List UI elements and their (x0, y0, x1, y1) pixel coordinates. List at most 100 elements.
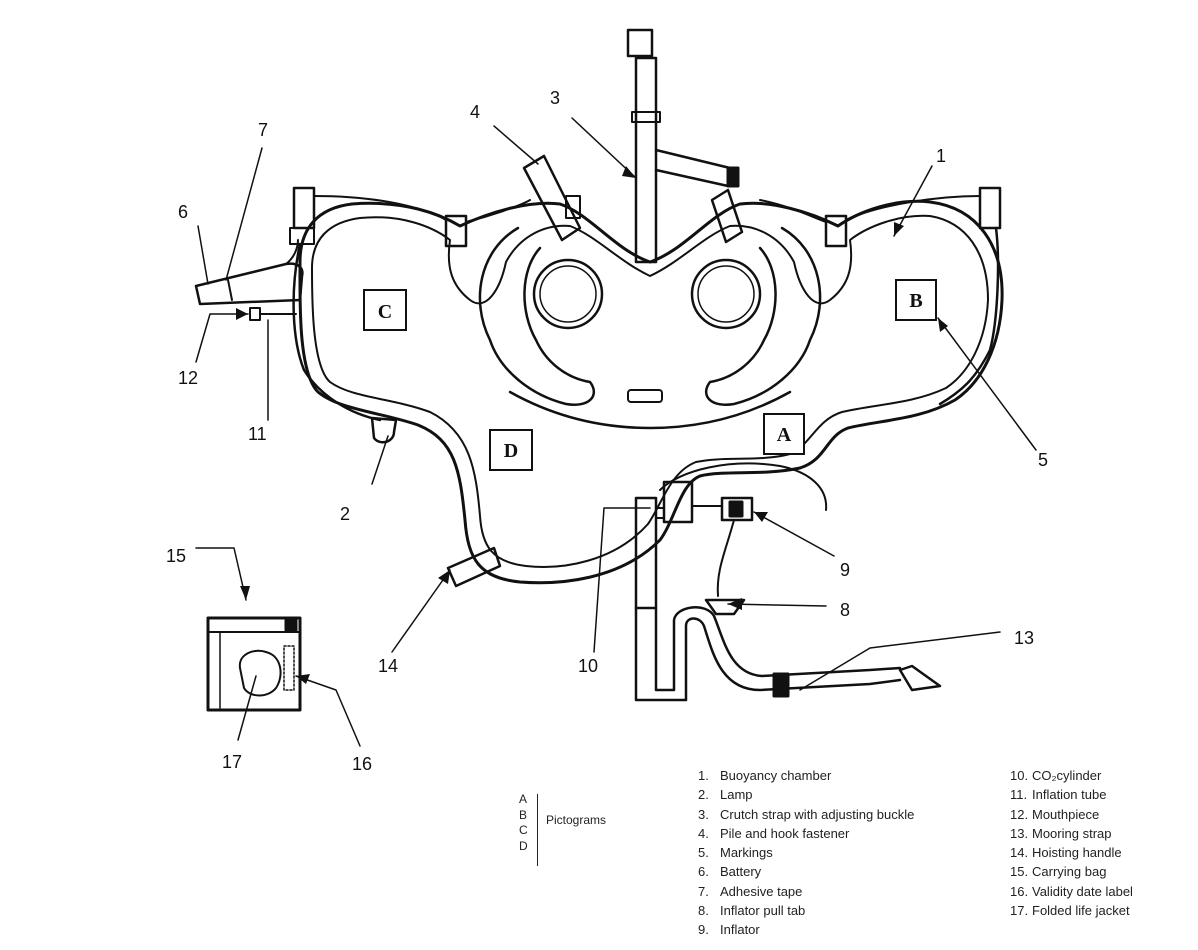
callout-numbers: 1 2 3 4 5 6 7 8 9 10 11 12 13 14 15 16 1… (166, 88, 1048, 774)
legend-item-number: 12. (1010, 806, 1029, 822)
top-strap (313, 195, 981, 223)
legend-item-text: Adhesive tape (720, 883, 803, 899)
legend-item-number: 11. (1010, 787, 1028, 803)
legend-item-number: 9. (698, 922, 709, 938)
legend-item: 6. Battery (698, 862, 914, 881)
parts-legend-left: 1. Buoyancy chamber 2.Lamp 3. Crutch strap… (698, 766, 914, 940)
pictogram-key-letter: C (519, 823, 528, 838)
crutch-strap-branch (654, 148, 732, 188)
co2-cylinder-neck (655, 505, 723, 519)
pictogram-box-a (763, 413, 805, 455)
legend-item-text: Hoisting handle (1032, 845, 1122, 861)
crutch-strap-buckle (626, 28, 654, 58)
legend-item: 13.Mooring strap (1010, 824, 1133, 843)
battery (194, 262, 304, 306)
callout-11: 11 (248, 424, 267, 444)
callout-15: 15 (166, 546, 186, 566)
callout-7: 7 (258, 120, 268, 140)
callout-12: 12 (178, 368, 198, 388)
callout-4: 4 (470, 102, 480, 122)
legend-item-text: Buoyancy chamber (720, 768, 832, 783)
co2-cylinder-head (662, 480, 694, 524)
legend-item-number: 6. (698, 864, 709, 880)
legend-item: 17.Folded life jacket (1010, 901, 1133, 920)
legend-item: 8. Inflator pull tab (698, 901, 914, 920)
legend-item: 2.Lamp (698, 785, 914, 804)
legend-item-number: 5. (698, 845, 709, 861)
legend-item-number: 7. (698, 883, 709, 899)
collar-bottom-edge (508, 390, 792, 430)
legend-item-number: 16. (1010, 883, 1029, 899)
crutch-strap-ring (631, 111, 661, 123)
pictogram-key-bracket (537, 794, 538, 866)
neck-ring-left-inner (539, 265, 597, 323)
fastener-tab-left (565, 195, 581, 219)
legend-item: 10.CO₂cylinder (1010, 766, 1133, 785)
strap-clip-right (978, 186, 1002, 230)
strap-clip-left (292, 186, 316, 230)
callout-3: 3 (550, 88, 560, 108)
legend-item-text: CO₂cylinder (1032, 768, 1102, 783)
validity-date-label (283, 645, 295, 691)
callout-2: 2 (340, 504, 350, 524)
neck-ring-right-inner (697, 265, 755, 323)
callout-17: 17 (222, 752, 242, 772)
folded-life-jacket (238, 649, 282, 697)
inflator-hose-loop (659, 462, 828, 511)
pictogram-label-d: D (504, 440, 518, 462)
legend-item-text: Battery (720, 864, 762, 880)
pictogram-boxes: A B C D (363, 279, 937, 471)
legend-item-number: 10. (1010, 768, 1029, 783)
pictogram-box-d (489, 429, 533, 471)
strap-clip-mid-right (824, 214, 848, 248)
neck-ring-left (532, 258, 604, 330)
collar-slot (627, 389, 663, 403)
legend-item-text: Inflator pull tab (720, 903, 806, 919)
neck-ring-right (690, 258, 762, 330)
adhesive-tape (227, 279, 233, 301)
legend-item: 11.Inflation tube (1010, 785, 1133, 804)
callout-13: 13 (1014, 628, 1034, 648)
legend-item-number: 3. (698, 806, 709, 822)
pictogram-key-label: Pictograms (546, 813, 607, 827)
legend-item: 12.Mouthpiece (1010, 805, 1133, 824)
buoyancy-chamber-outline (298, 199, 1004, 585)
legend-item-number: 4. (698, 825, 709, 841)
legend-item-number: 8. (698, 903, 709, 919)
legend-item-text: Crutch strap with adjusting buckle (720, 806, 915, 822)
collar-right-lobe (704, 226, 822, 406)
legend-item-number: 14. (1010, 845, 1029, 861)
pictogram-label-a: A (777, 424, 792, 446)
buoyancy-chamber-seam (311, 214, 989, 568)
legend-item-text: Pile and hook fastener (720, 825, 850, 841)
callout-9: 9 (840, 560, 850, 580)
inflator-core (728, 500, 744, 518)
legend-item: 1. Buoyancy chamber (698, 766, 914, 785)
legend-item-number: 13. (1010, 825, 1029, 841)
legend-item-text: Folded life jacket (1032, 903, 1130, 919)
inflator-pull-tab (704, 598, 746, 616)
pictogram-label-c: C (378, 301, 392, 323)
legend-item-number: 1. (698, 768, 709, 783)
mooring-strap-hook (898, 664, 942, 692)
leader-arrowheads (236, 166, 948, 684)
legend-item: 9. Inflator (698, 920, 914, 939)
inflator (720, 496, 754, 522)
pictogram-key-letter: B (519, 807, 528, 822)
side-strap-right (938, 226, 1000, 406)
lamp (370, 416, 398, 444)
legend-item-text: Mouthpiece (1032, 806, 1100, 822)
legend-item: 15.Carrying bag (1010, 862, 1133, 881)
legend-item-text: Validity date label (1032, 883, 1133, 899)
pictogram-key-letter: D (519, 838, 528, 853)
legend-item-text: Inflator (720, 922, 760, 938)
legend-item: 14.Hoisting handle (1010, 843, 1133, 862)
collar-left-lobe (478, 226, 596, 406)
leader-lines (195, 117, 1037, 747)
pictogram-key-letter: A (519, 792, 528, 806)
mooring-strap-loop (772, 672, 790, 698)
pictogram-key-letters: A B C D (519, 792, 531, 854)
strap-clip-left-buckle (289, 227, 315, 245)
carrying-bag-pull (284, 618, 298, 632)
